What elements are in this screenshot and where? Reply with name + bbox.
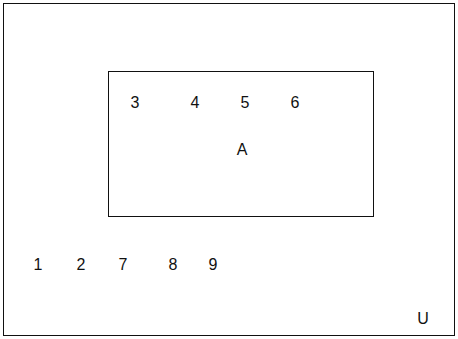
- set-a-box: 3 4 5 6A: [108, 71, 374, 217]
- set-element: 5: [241, 95, 250, 111]
- set-element: 1: [34, 257, 43, 273]
- set-element: 7: [119, 257, 128, 273]
- set-label: U: [417, 311, 429, 327]
- set-element: 3: [131, 95, 140, 111]
- set-element: 8: [169, 257, 178, 273]
- universal-set-box: 1 2 7 8 9U 3 4 5 6A: [3, 3, 455, 336]
- set-label: A: [237, 142, 248, 158]
- set-element: 2: [77, 257, 86, 273]
- set-element: 6: [291, 95, 300, 111]
- set-element: 9: [209, 257, 218, 273]
- set-element: 4: [191, 95, 200, 111]
